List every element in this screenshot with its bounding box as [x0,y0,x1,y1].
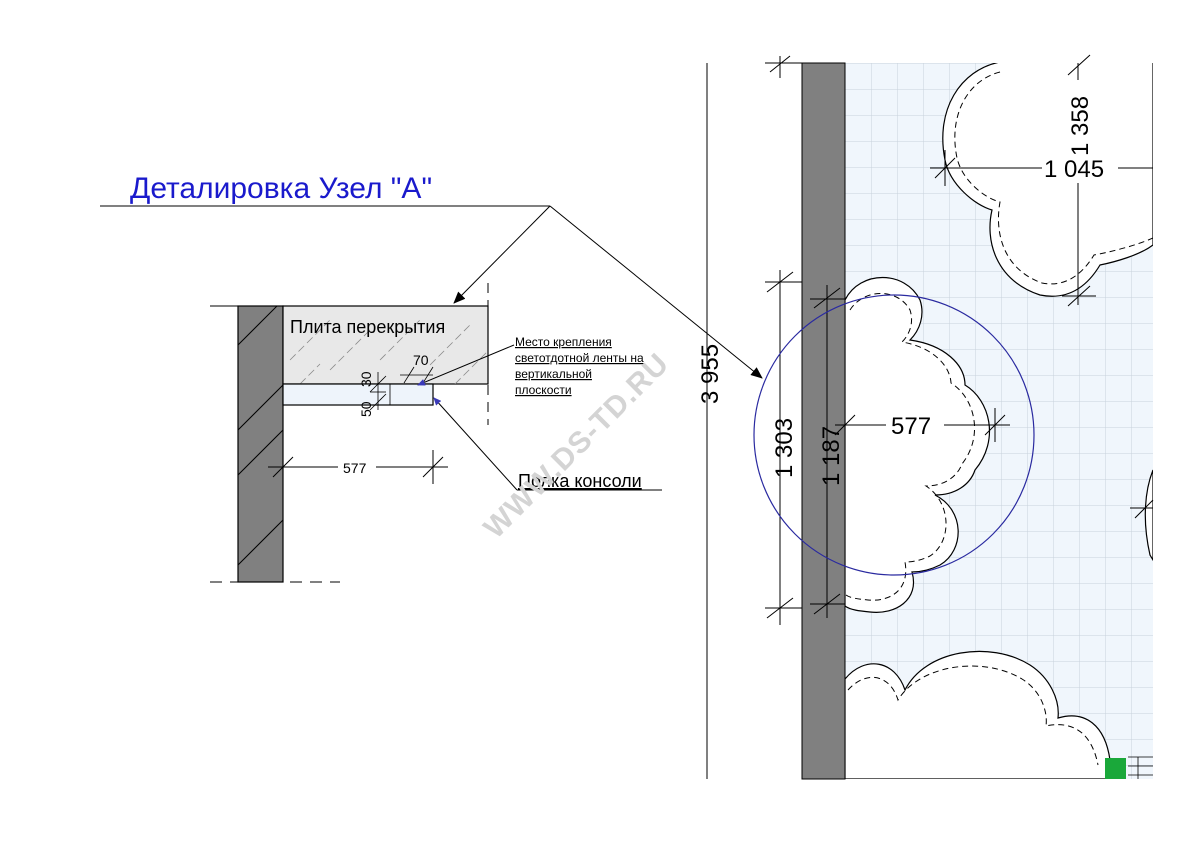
plan-wall [801,62,846,780]
dim-shelf-length: 577 [343,460,367,476]
dim-outer-height: 1 303 [771,418,798,478]
detail-title: Деталировка Узел "А" [130,172,432,205]
callout-circle [753,294,1035,576]
mount-note-line-1: Место крепления [515,335,612,349]
cloud-right-partial [1144,469,1153,562]
dim-top-width: 70 [413,352,429,368]
mount-note-line-2: светотдотной ленты на [515,351,644,365]
cloud-middle [845,277,990,613]
console-note: Полка консоли [518,471,642,491]
detail-view [210,283,489,583]
detail-slab [282,305,489,385]
dim-shelf-height: 50 [358,401,374,417]
slab-hatch [289,319,488,384]
mount-note-line-4: плоскости [515,383,572,397]
slab-label: Плита перекрытия [290,317,445,337]
console-shelf [282,383,434,406]
mount-note: Место крепления светотдотной ленты на ве… [515,335,644,397]
dim-top-vertical: 1 358 [1067,96,1094,156]
dim-inner-height: 1 187 [818,426,845,486]
dim-total-height: 3 955 [697,344,724,404]
green-marker [1105,758,1126,779]
dim-slab-offset: 30 [358,371,374,387]
mount-note-line-3: вертикальной [515,367,592,381]
detail-wall [237,305,284,583]
plan-view [706,54,1154,780]
cloud-bottom [845,650,1111,779]
dim-depth: 577 [891,413,931,440]
wall-hatch [238,306,283,566]
dim-top-horizontal: 1 045 [1044,156,1104,183]
